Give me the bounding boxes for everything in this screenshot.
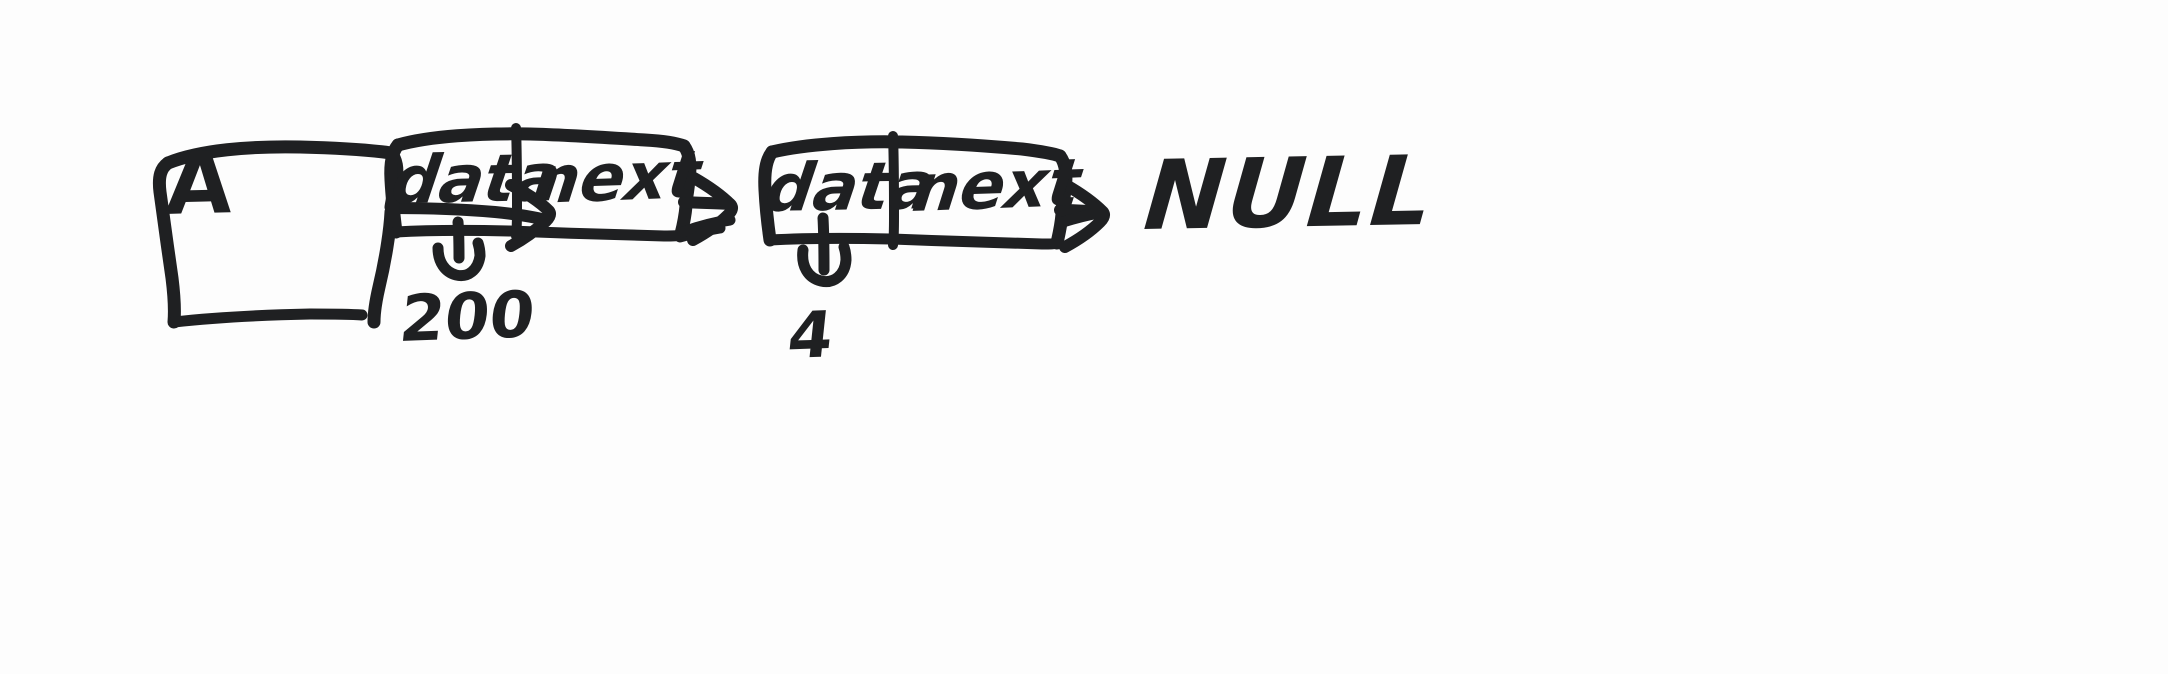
node-2-value-label: 4 xyxy=(784,298,837,374)
node-1-value-connector xyxy=(432,216,486,282)
node-1-next-label: next xyxy=(528,136,705,219)
node-2-value-connector xyxy=(797,212,852,288)
node-1-box[interactable] xyxy=(384,123,697,242)
arrow-node-1-to-node-2 xyxy=(674,172,738,246)
null-terminator-label: NULL xyxy=(1140,134,1440,252)
node-2-next-label: next xyxy=(908,144,1085,227)
node-1-value-label: 200 xyxy=(396,278,539,357)
head-label: A xyxy=(163,133,236,235)
node-1-cell-divider xyxy=(511,123,522,241)
node-2-cell-divider xyxy=(888,131,899,250)
arrow-node-2-to-null xyxy=(1054,179,1110,253)
